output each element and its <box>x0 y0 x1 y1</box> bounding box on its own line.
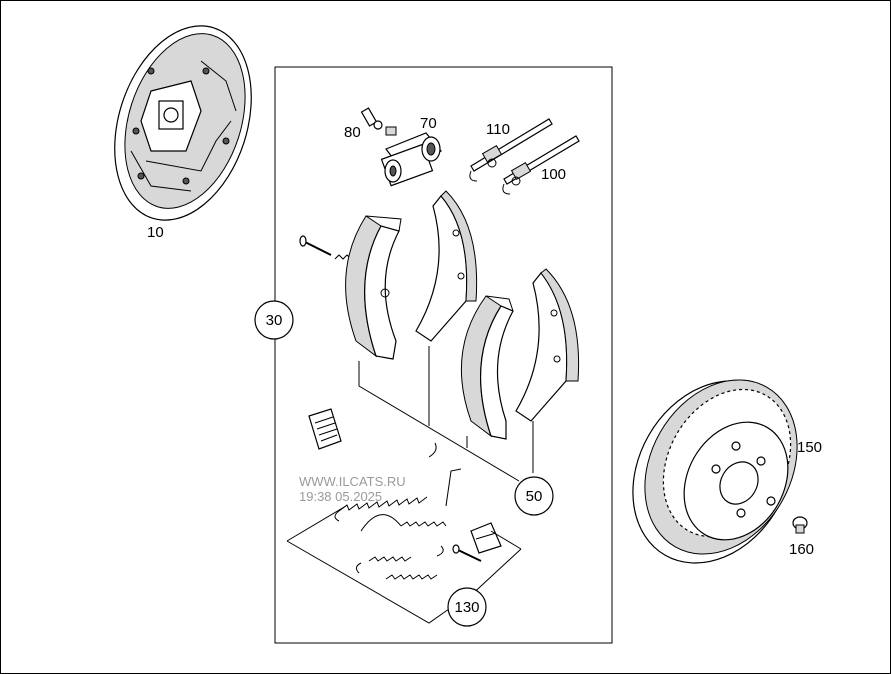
instruction-booklet[interactable] <box>308 408 342 450</box>
label-10[interactable]: 10 <box>147 224 164 241</box>
brake-shoe-3[interactable] <box>460 295 514 440</box>
brake-shoe-4[interactable] <box>515 268 580 422</box>
label-30[interactable]: 30 <box>266 312 283 329</box>
label-160[interactable]: 160 <box>789 541 814 558</box>
label-100[interactable]: 100 <box>541 166 566 183</box>
hold-down-pin[interactable] <box>299 235 352 260</box>
spring-set[interactable] <box>334 442 462 580</box>
adjuster-assembly-110[interactable] <box>469 118 553 182</box>
callout-circle-50[interactable] <box>514 476 554 516</box>
backing-plate[interactable] <box>91 8 275 238</box>
label-80[interactable]: 80 <box>344 124 361 141</box>
wheel-cylinder[interactable] <box>380 132 442 187</box>
retaining-clip[interactable] <box>452 522 502 562</box>
kit-frame <box>274 66 613 644</box>
callout-circle-130[interactable] <box>447 587 487 627</box>
label-150[interactable]: 150 <box>797 439 822 456</box>
brake-shoe-2[interactable] <box>415 190 478 342</box>
adjuster-assembly-100[interactable] <box>502 135 580 195</box>
drum-screw[interactable] <box>792 516 808 534</box>
label-50[interactable]: 50 <box>526 488 543 505</box>
watermark-line-1: WWW.ILCATS.RU <box>299 474 406 489</box>
label-70[interactable]: 70 <box>420 115 437 132</box>
brake-drum[interactable] <box>601 352 828 592</box>
brake-shoe-1[interactable] <box>345 215 402 360</box>
bleeder-screw[interactable] <box>360 107 397 136</box>
watermark-line-2: 19:38 05.2025 <box>299 489 382 504</box>
label-130[interactable]: 130 <box>454 599 479 616</box>
label-110[interactable]: 110 <box>486 121 510 138</box>
callout-circle-30[interactable] <box>254 300 294 340</box>
